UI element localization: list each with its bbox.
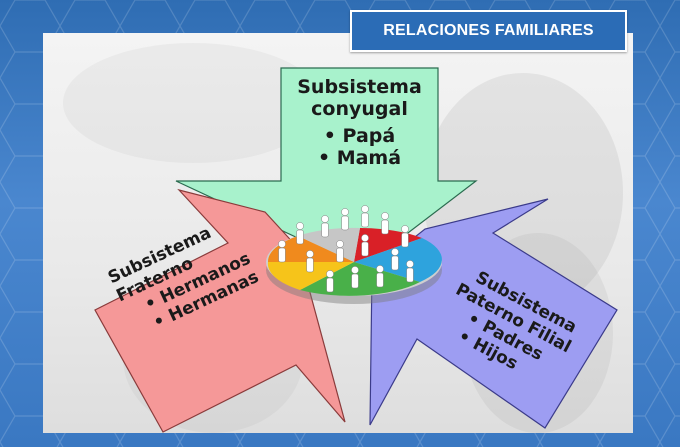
person-figure-icon <box>278 205 414 293</box>
family-pie-icon <box>266 205 442 304</box>
conyugal-arrow <box>175 67 478 269</box>
conyugal-heading-2: conyugal <box>311 98 408 121</box>
conyugal-heading-1: Subsistema <box>297 76 422 98</box>
conyugal-item-papa: • Papá <box>323 124 396 147</box>
conyugal-item-mama: • Mamá <box>317 147 402 170</box>
slide-title: RELACIONES FAMILIARES <box>350 10 627 52</box>
conyugal-label: Subsistema conyugal • Papá • Mamá <box>281 76 438 170</box>
